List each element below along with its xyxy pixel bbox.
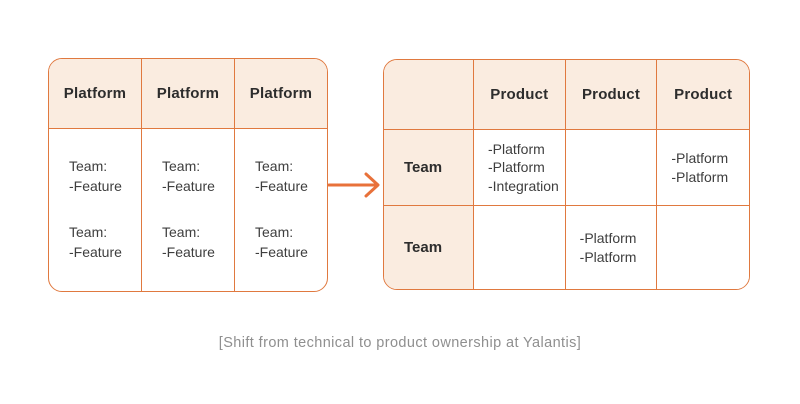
team-feature-block: Team: -Feature bbox=[255, 223, 327, 263]
platform-item: -Platform bbox=[671, 168, 729, 185]
team-label: Team: bbox=[162, 224, 201, 240]
platform-item: -Platform bbox=[579, 248, 637, 265]
platform-item: -Platform bbox=[671, 150, 729, 167]
diagram-caption: [Shift from technical to product ownersh… bbox=[218, 335, 582, 351]
platform-ownership-table: Platform Team: -Feature Team: -Feature P… bbox=[48, 58, 328, 292]
platform-column-body: Team: -Feature Team: -Feature bbox=[49, 129, 141, 291]
product-column-header: Product bbox=[565, 60, 658, 130]
team-label: Team: bbox=[255, 158, 294, 175]
team-label: Team: bbox=[69, 158, 108, 175]
team-feature-block: Team: -Feature bbox=[69, 157, 141, 197]
integration-item: -Integration bbox=[488, 177, 559, 194]
team-row-header: Team bbox=[384, 130, 474, 206]
feature-label: -Feature bbox=[255, 178, 308, 195]
team-row-header: Team bbox=[384, 206, 474, 289]
product-column-header: Product bbox=[474, 60, 566, 130]
platform-column-header: Platform bbox=[142, 59, 234, 129]
team-label: Team: bbox=[162, 158, 201, 175]
team-label: Team: bbox=[69, 224, 108, 240]
feature-label: -Feature bbox=[69, 243, 122, 260]
platform-column-header: Platform bbox=[235, 59, 327, 129]
ownership-cell-empty bbox=[657, 206, 749, 289]
platform-column-header: Platform bbox=[49, 59, 141, 129]
feature-label: -Feature bbox=[162, 178, 215, 195]
ownership-cell: -Platform -Platform bbox=[565, 206, 658, 289]
platform-column: Platform Team: -Feature Team: -Feature bbox=[235, 59, 327, 291]
platform-column: Platform Team: -Feature Team: -Feature bbox=[142, 59, 235, 291]
feature-label: -Feature bbox=[69, 178, 122, 195]
ownership-cell-empty bbox=[474, 206, 566, 289]
team-label: Team: bbox=[255, 224, 294, 240]
ownership-cell-empty bbox=[565, 130, 658, 206]
team-feature-block: Team: -Feature bbox=[162, 157, 234, 197]
platform-item: -Platform bbox=[579, 230, 637, 247]
platform-column-body: Team: -Feature Team: -Feature bbox=[235, 129, 327, 291]
product-ownership-table: Product Product Product Team -Platform -… bbox=[383, 59, 750, 290]
corner-header-cell bbox=[384, 60, 474, 130]
product-column-header: Product bbox=[657, 60, 749, 130]
platform-item: -Platform bbox=[488, 159, 545, 176]
ownership-cell: -Platform -Platform -Integration bbox=[474, 130, 566, 206]
feature-label: -Feature bbox=[162, 243, 215, 260]
feature-label: -Feature bbox=[255, 243, 308, 260]
platform-column-body: Team: -Feature Team: -Feature bbox=[142, 129, 234, 291]
team-feature-block: Team: -Feature bbox=[69, 223, 141, 263]
platform-column: Platform Team: -Feature Team: -Feature bbox=[49, 59, 142, 291]
team-feature-block: Team: -Feature bbox=[162, 223, 234, 263]
team-feature-block: Team: -Feature bbox=[255, 157, 327, 197]
ownership-cell: -Platform -Platform bbox=[657, 130, 749, 206]
right-arrow-icon bbox=[327, 170, 384, 200]
platform-item: -Platform bbox=[488, 141, 545, 158]
